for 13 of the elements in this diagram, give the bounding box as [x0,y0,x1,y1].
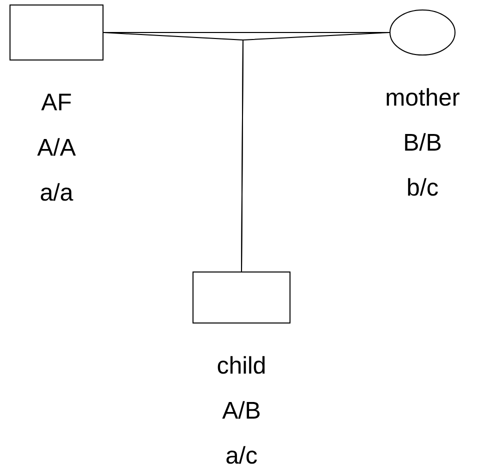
node-label: B/B [405,133,441,151]
node-label: A/B [222,401,260,419]
node-label: a/c [226,446,257,464]
node-label: A/A [37,138,76,156]
node-label: mother [386,88,460,106]
node-label: b/c [408,178,438,196]
node-label: child [218,356,265,374]
square-symbol [10,4,104,60]
ellipse-symbol [390,10,456,56]
node-label: AF [41,94,71,110]
square-symbol [192,272,290,324]
node-label: a/a [40,183,74,201]
connector-line [241,32,390,272]
